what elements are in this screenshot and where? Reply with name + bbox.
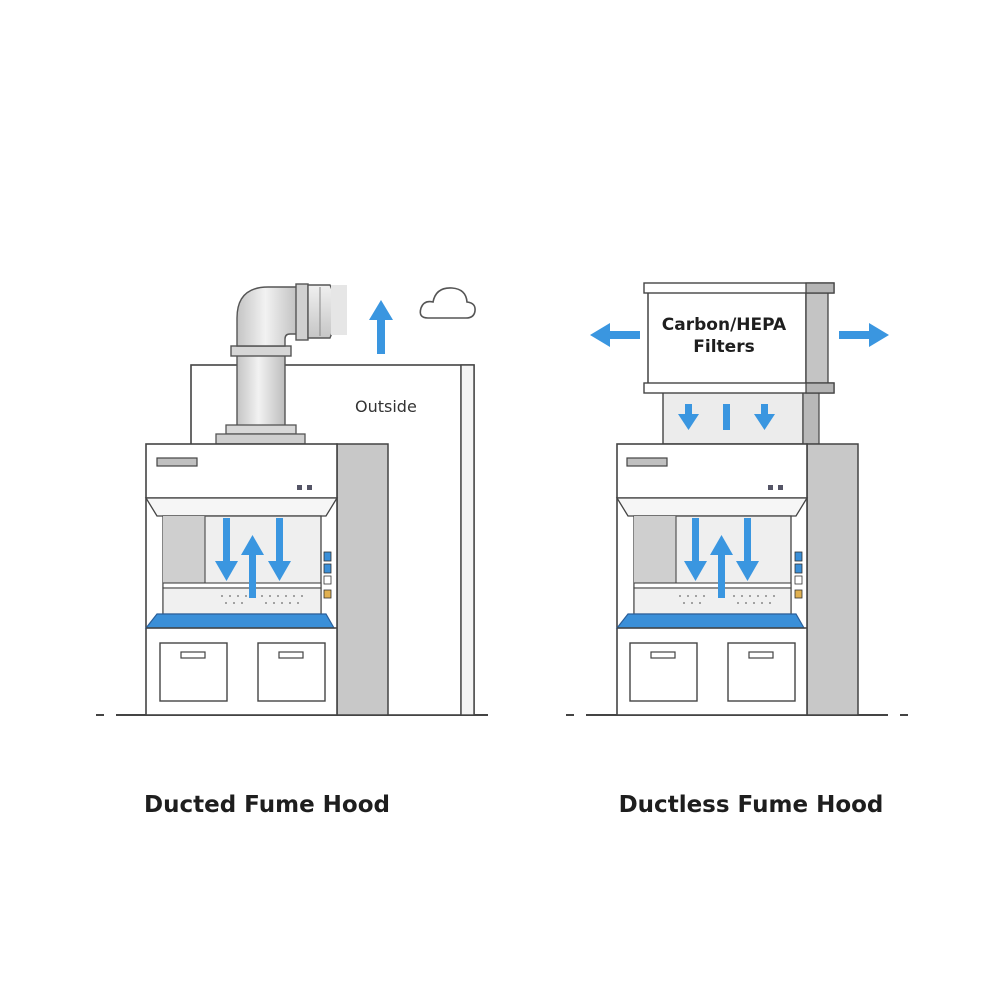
airflow-arrows-left <box>215 518 291 598</box>
airflow-arrows-right <box>684 518 759 598</box>
indicator-light <box>297 485 302 490</box>
control-button <box>323 589 332 599</box>
indicator-light <box>778 485 783 490</box>
arrow-down-icon <box>268 518 291 581</box>
work-surface <box>144 613 336 629</box>
arrow-up-icon <box>710 535 733 598</box>
filter-intake-arrows <box>678 404 775 430</box>
arrow-right-icon <box>839 323 889 347</box>
control-button <box>794 575 803 585</box>
arrow-up-icon <box>369 300 393 354</box>
side-column-right <box>806 443 859 716</box>
airflow-bar <box>723 404 730 430</box>
arrow-down-icon <box>754 404 775 430</box>
arrow-down-icon <box>736 518 759 581</box>
control-button <box>323 563 332 574</box>
work-surface <box>615 613 806 629</box>
arrow-left-icon <box>590 323 640 347</box>
arrow-down-icon <box>678 404 699 430</box>
filter-label-line1: Carbon/HEPA <box>662 315 787 335</box>
header-slot <box>156 457 198 467</box>
filter-label-line2: Filters <box>693 337 754 357</box>
control-button <box>794 563 803 574</box>
control-button <box>794 589 803 599</box>
header-slot <box>626 457 668 467</box>
ducted-caption: Ducted Fume Hood <box>144 792 390 818</box>
exhaust-duct <box>230 283 337 427</box>
hood-cabinet-left <box>144 443 339 716</box>
duct-collar <box>215 424 306 445</box>
indicator-light <box>768 485 773 490</box>
duct-outlet-shadow <box>331 285 347 335</box>
arrow-down-icon <box>215 518 238 581</box>
indicator-light <box>307 485 312 490</box>
arrow-down-icon <box>684 518 707 581</box>
arrow-up-icon <box>241 535 264 598</box>
ductless-fume-hood: Carbon/HEPA Filters <box>566 282 908 818</box>
hood-cabinet-right <box>615 443 809 716</box>
filter-module <box>643 282 835 445</box>
control-button <box>794 551 803 562</box>
control-button <box>323 575 332 585</box>
side-column-left <box>336 443 389 716</box>
cloud-icon <box>419 287 476 319</box>
drawer-left-1 <box>159 642 228 702</box>
ductless-caption: Ductless Fume Hood <box>619 792 884 818</box>
control-button <box>323 551 332 562</box>
ducted-fume-hood: Outside <box>96 283 488 818</box>
outside-label: Outside <box>355 397 417 416</box>
